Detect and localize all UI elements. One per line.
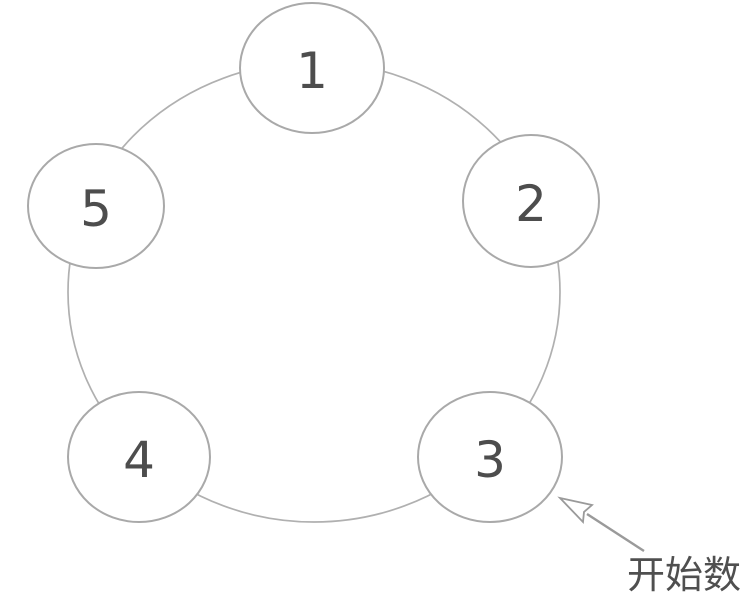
node-3: 3 bbox=[417, 391, 563, 523]
start-arrow-line bbox=[586, 512, 645, 553]
node-1: 1 bbox=[239, 2, 385, 134]
node-1-label: 1 bbox=[296, 42, 328, 100]
node-5-label: 5 bbox=[80, 180, 112, 238]
node-5-circle bbox=[27, 143, 165, 269]
node-3-circle bbox=[417, 391, 563, 523]
start-annotation-label: 开始数 bbox=[627, 553, 741, 597]
node-1-circle bbox=[239, 2, 385, 134]
node-2-circle bbox=[462, 134, 600, 268]
node-3-label: 3 bbox=[474, 431, 506, 489]
node-4-label: 4 bbox=[123, 431, 155, 489]
node-4-circle bbox=[67, 391, 211, 523]
node-4: 4 bbox=[67, 391, 211, 523]
node-5: 5 bbox=[27, 143, 165, 269]
node-2-label: 2 bbox=[515, 175, 547, 233]
start-arrow-head-icon bbox=[557, 496, 594, 525]
node-2: 2 bbox=[462, 134, 600, 268]
start-arrow bbox=[557, 496, 645, 553]
